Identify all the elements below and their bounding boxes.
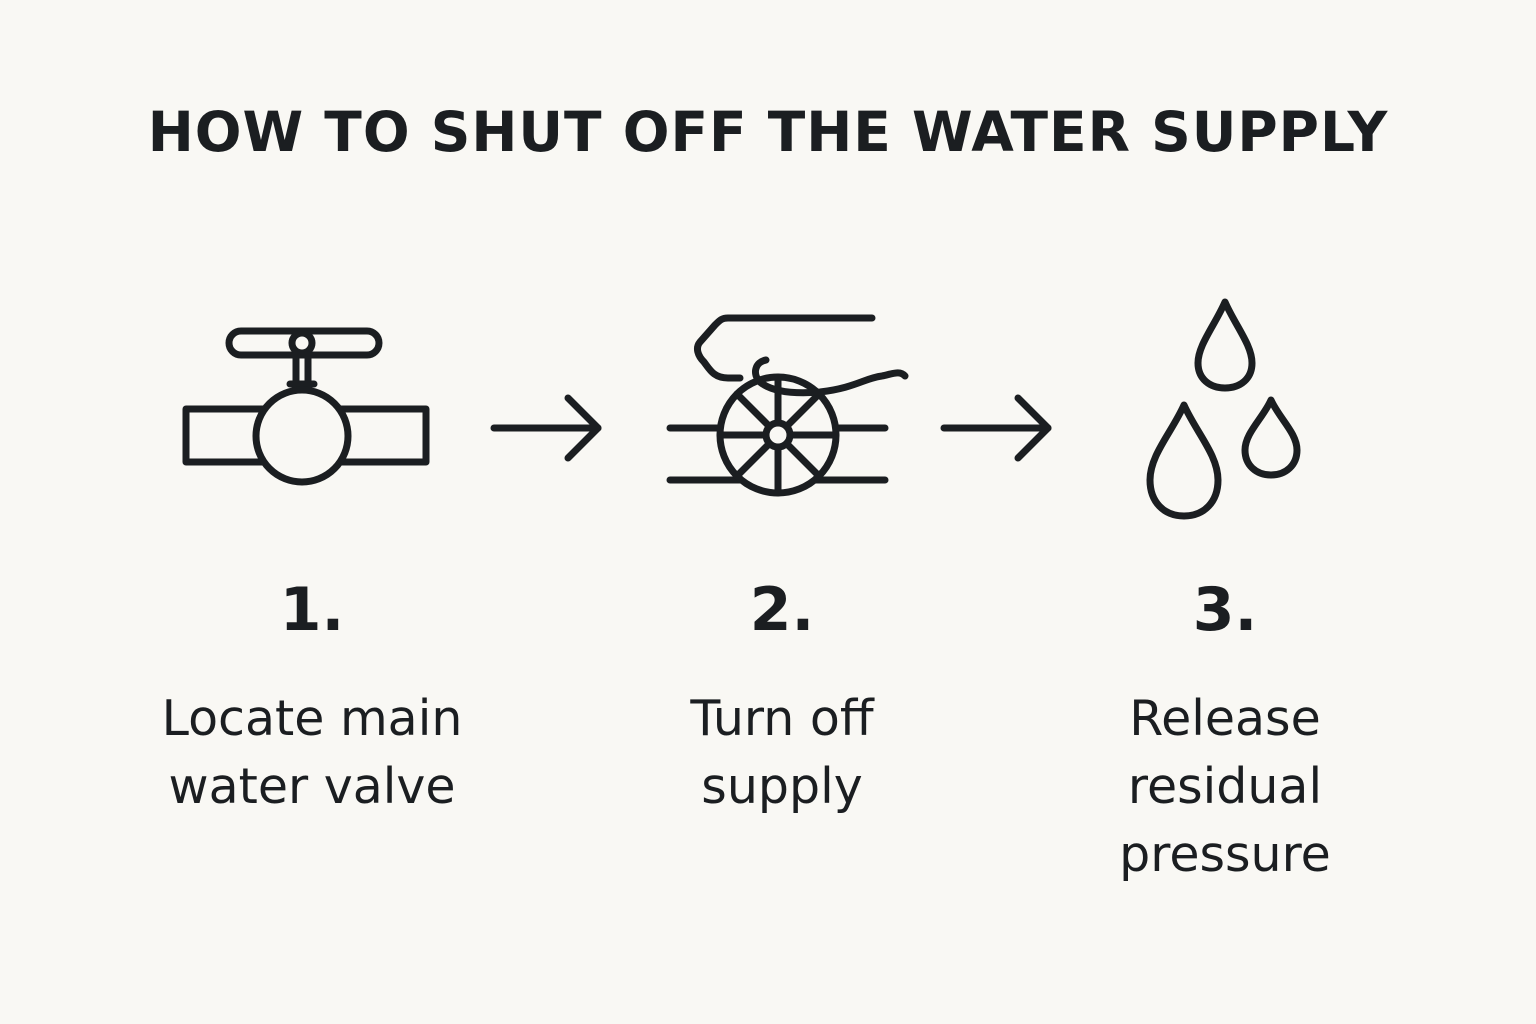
step-2: 2. Turn off supply: [582, 575, 982, 821]
step-number: 1.: [279, 575, 345, 645]
step-3: 3. Release residual pressure: [1025, 575, 1425, 889]
step-number: 3.: [1192, 575, 1258, 645]
step-number: 2.: [749, 575, 815, 645]
step-1: 1. Locate main water valve: [112, 575, 512, 821]
water-drops-icon: [1130, 290, 1310, 530]
step-label: Locate main water valve: [161, 690, 463, 815]
valve-icon: [180, 320, 430, 490]
step-label: Turn off supply: [690, 690, 874, 815]
arrow-right-icon: [940, 394, 1060, 465]
step-label: Release residual pressure: [1119, 690, 1331, 883]
hand-turning-wheel-icon: [660, 310, 909, 500]
arrow-right-icon: [490, 394, 610, 465]
page-title: HOW TO SHUT OFF THE WATER SUPPLY: [147, 100, 1389, 164]
